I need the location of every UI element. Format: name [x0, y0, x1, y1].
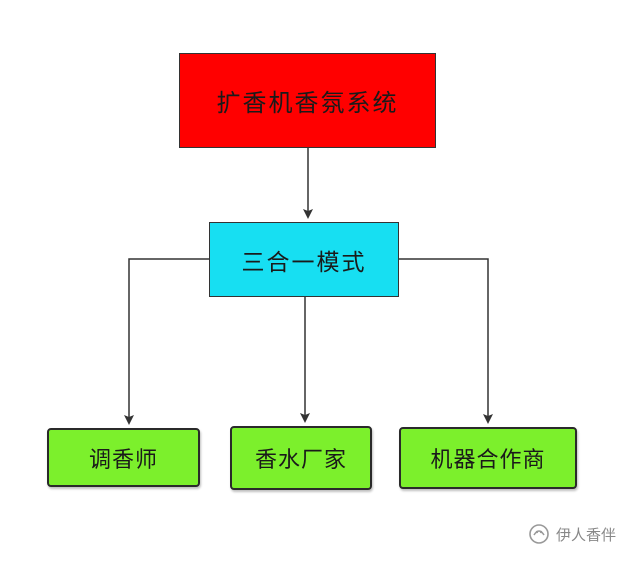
root-node-label: 扩香机香氛系统 — [216, 89, 399, 117]
leaf-node-machine-partner: 机器合作商 — [399, 427, 577, 489]
leaf-node-perfumer: 调香师 — [47, 428, 200, 487]
leaf-node-perfume-maker: 香水厂家 — [230, 426, 372, 490]
leaf-node-label: 机器合作商 — [430, 448, 546, 473]
arrow-middle-to-machine-partner — [399, 258, 493, 424]
leaf-node-label: 调香师 — [88, 447, 158, 473]
watermark: 伊人香伴 — [528, 521, 616, 547]
middle-node: 三合一模式 — [209, 222, 399, 297]
wechat-official-account-icon — [528, 523, 550, 545]
middle-node-label: 三合一模式 — [241, 249, 367, 276]
arrow-middle-to-perfumer — [124, 258, 209, 425]
watermark-text: 伊人香伴 — [556, 525, 617, 544]
leaf-node-label: 香水厂家 — [254, 448, 347, 473]
root-node: 扩香机香氛系统 — [179, 53, 436, 148]
